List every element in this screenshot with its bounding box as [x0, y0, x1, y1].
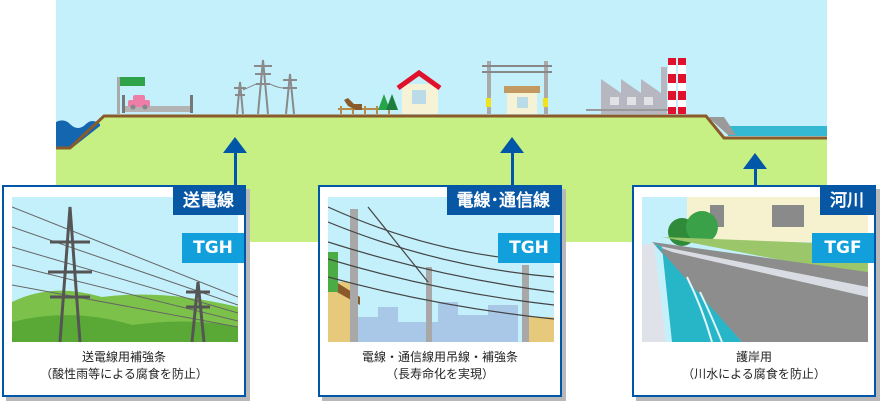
caption-note: （酸性雨等による腐食を防止）	[40, 367, 208, 381]
category-label: 電線･通信線	[446, 187, 560, 215]
product-code-badge: TGF	[812, 233, 874, 263]
sign-icon	[120, 77, 145, 86]
arrow-line-2	[511, 150, 514, 185]
product-code-badge: TGH	[498, 233, 560, 263]
caption-note: （川水による腐食を防止）	[682, 367, 826, 381]
card-caption: 護岸用 （川水による腐食を防止）	[634, 349, 874, 383]
horse-icon	[344, 98, 362, 110]
utility-pole-image	[328, 197, 554, 342]
card-caption: 送電線用補強条 （酸性雨等による腐食を防止）	[4, 349, 244, 383]
arrow-up-icon	[743, 153, 767, 169]
caption-title: 送電線用補強条	[81, 350, 166, 364]
caption-note: （長寿命化を実現）	[385, 367, 494, 381]
card-river: 河川 TGF 護岸用 （川水による腐食を防止）	[632, 185, 876, 397]
category-label: 河川	[820, 187, 874, 215]
caption-title: 護岸用	[735, 350, 772, 364]
transmission-tower-icon	[234, 59, 297, 115]
product-code-badge: TGH	[182, 233, 244, 263]
sea-icon	[56, 120, 100, 148]
river-embankment-image	[642, 197, 868, 342]
card-electric-communication-line: 電線･通信線 TGH 電線・通信線用吊線・補強条 （長寿命化を実現）	[318, 185, 562, 397]
arrow-up-icon	[223, 137, 247, 153]
arrow-line-1	[234, 150, 237, 185]
tree-icon	[378, 94, 390, 110]
river-icon	[728, 126, 827, 136]
category-label: 送電線	[173, 187, 244, 215]
utility-pole-icon	[487, 61, 491, 115]
caption-title: 電線・通信線用吊線・補強条	[361, 350, 518, 364]
arrow-up-icon	[500, 137, 524, 153]
arrow-line-3	[754, 166, 757, 185]
card-transmission-line: 送電線 TGH 送電線用補強条 （酸性雨等による腐食を防止）	[2, 185, 246, 397]
transmission-tower-image	[12, 197, 238, 342]
card-caption: 電線・通信線用吊線・補強条 （長寿命化を実現）	[320, 349, 560, 383]
factory-icon	[601, 67, 667, 114]
